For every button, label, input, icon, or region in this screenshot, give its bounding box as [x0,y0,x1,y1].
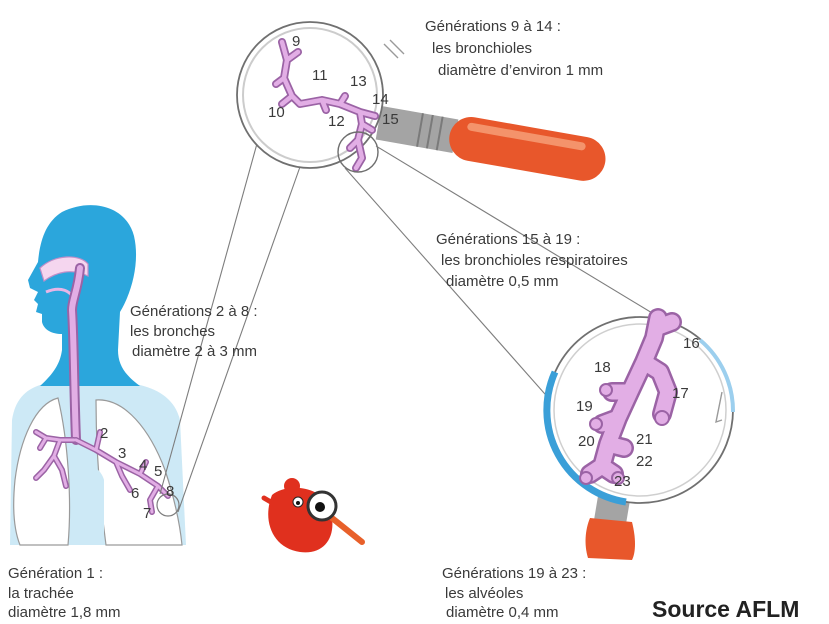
label-title: Génération 1 : [8,565,103,582]
generation-number: 23 [614,473,631,490]
head-silhouette [28,205,140,386]
label-diameter: diamètre 2 à 3 mm [132,343,257,360]
generation-number: 11 [312,67,328,84]
source-credit: Source AFLM [652,596,799,622]
generation-number: 9 [292,33,300,50]
label-diameter: diamètre 0,4 mm [446,604,559,621]
generation-number: 14 [372,91,389,108]
generation-number: 7 [143,505,151,522]
generation-number: 6 [131,485,139,502]
generation-number: 12 [328,113,345,130]
label-title: Générations 2 à 8 : [130,303,258,320]
generation-number: 15 [382,111,399,128]
label-generations-19-23: Générations 19 à 23 : les alvéoles diamè… [442,565,586,621]
label-generation-1: Génération 1 : la trachée diamètre 1,8 m… [8,565,121,621]
handle-grip [586,518,635,560]
label-diameter: diamètre 1,8 mm [8,604,121,621]
alveolus [600,384,612,396]
generation-number: 3 [118,445,126,462]
bottom-magnifier-handle [586,496,635,560]
mascot-magnifier-handle [332,518,362,542]
person-figure [10,205,186,545]
generation-number: 22 [636,453,653,470]
label-name: les bronchioles [432,40,532,57]
mascot-pupil [296,501,300,505]
generation-number: 19 [576,398,593,415]
generation-number: 21 [636,431,653,448]
lens-glare [384,40,404,58]
top-magnifier-handle [375,101,609,184]
alveolus [590,418,602,430]
generation-number: 10 [268,104,285,121]
generation-number: 13 [350,73,367,90]
mascot-character [264,478,362,552]
heart-area [70,465,104,545]
label-title: Générations 15 à 19 : [436,231,580,248]
label-diameter: diamètre d’environ 1 mm [438,62,603,79]
label-generations-2-8: Générations 2 à 8 : les bronches diamètr… [130,303,258,360]
label-generations-9-14: Générations 9 à 14 : les bronchioles dia… [425,18,603,79]
alveolus [655,411,669,425]
label-name: les bronchioles respiratoires [441,252,628,269]
top-magnifier: 9 10 11 12 13 14 15 [237,22,609,184]
generation-number: 16 [683,335,700,352]
generation-number: 5 [154,463,162,480]
label-name: la trachée [8,585,74,602]
generation-number: 4 [139,457,147,474]
generation-number: 2 [100,425,108,442]
generation-number: 20 [578,433,595,450]
generation-number: 18 [594,359,611,376]
label-title: Générations 19 à 23 : [442,565,586,582]
label-diameter: diamètre 0,5 mm [446,273,559,290]
generation-number: 8 [166,483,174,500]
label-name: les alvéoles [445,585,523,602]
bottom-magnifier: 16 17 18 19 20 21 22 23 [547,317,733,560]
alveolus [580,472,592,484]
label-name: les bronches [130,323,215,340]
mascot-magnified-pupil [315,502,325,512]
label-title: Générations 9 à 14 : [425,18,561,35]
generation-number: 17 [672,385,689,402]
